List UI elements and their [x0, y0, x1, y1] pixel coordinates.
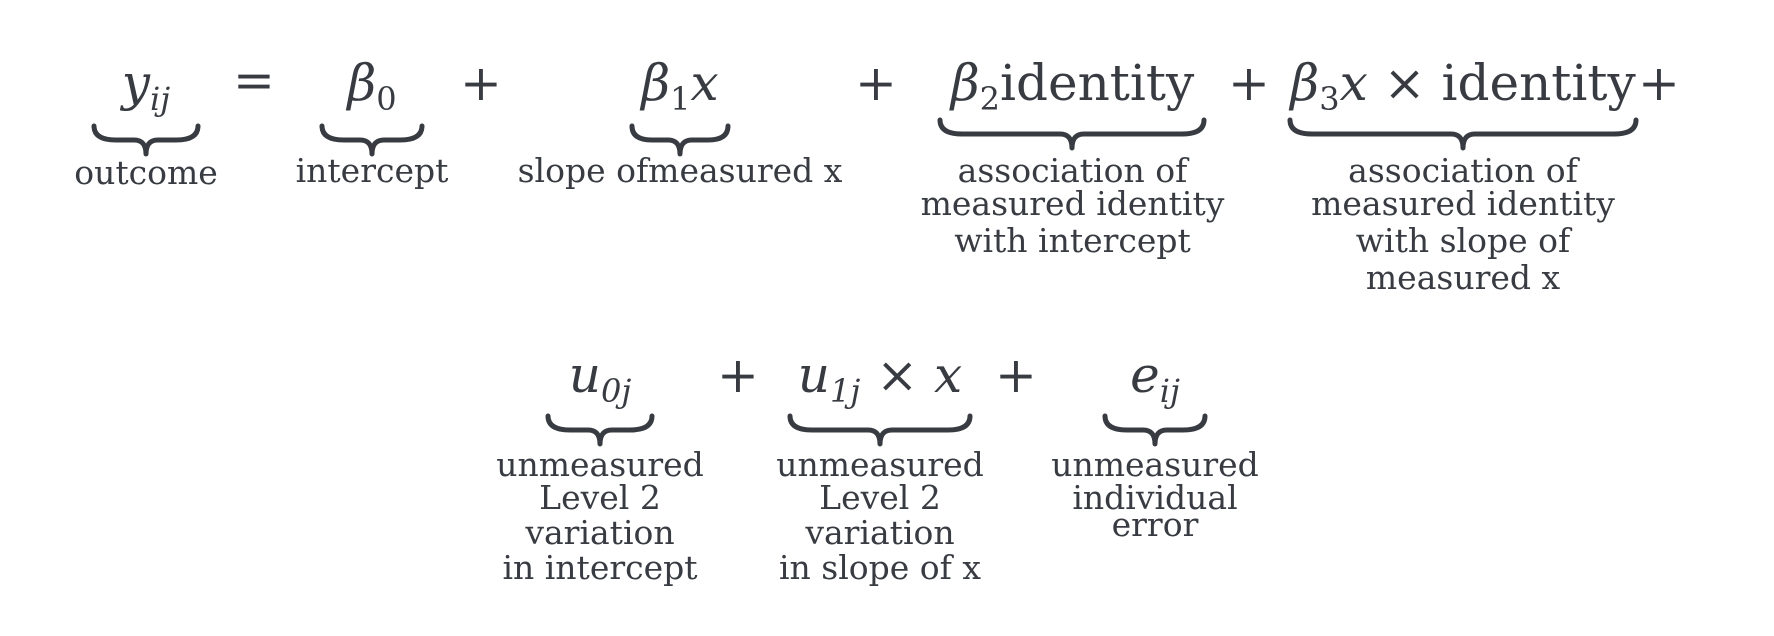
plus-sign: +: [460, 54, 502, 112]
underbrace: [1102, 413, 1208, 447]
error-symbol: eij: [1130, 346, 1180, 410]
underbrace: [787, 413, 973, 447]
u1-symbol: u1j × x: [797, 346, 963, 410]
error-term: eij unmeasured individual error: [1040, 350, 1270, 550]
identity-term: β2identity association of measured ident…: [920, 58, 1225, 268]
underbrace: [629, 123, 731, 157]
intercept-symbol: β0: [347, 54, 397, 118]
plus-sign: +: [1228, 54, 1270, 112]
identity-symbol: β2identity: [950, 54, 1195, 118]
interaction-symbol: β3x × identity: [1290, 54, 1636, 118]
outcome-label: outcome: [74, 153, 218, 192]
error-label: unmeasured individual error: [1051, 445, 1259, 544]
intercept-label: intercept: [295, 151, 449, 190]
u0-symbol: u0j: [568, 346, 632, 410]
intercept-term: β0 intercept: [282, 58, 462, 198]
underbrace: [91, 123, 201, 157]
u1-term: u1j × x unmeasured Level 2 variation in …: [760, 346, 1000, 584]
interaction-label: association of measured identity with sl…: [1311, 151, 1615, 297]
slope-label: slope ofmeasured x: [517, 151, 843, 190]
interaction-term: β3x × identity association of measured i…: [1280, 58, 1646, 308]
outcome-term: yij outcome: [66, 58, 226, 198]
plus-sign: +: [717, 346, 759, 404]
equals-sign: =: [233, 51, 275, 109]
u1-label: unmeasured Level 2 variation in slope of…: [776, 445, 984, 587]
underbrace: [545, 413, 655, 447]
slope-term: β1x slope ofmeasured x: [515, 58, 845, 198]
outcome-symbol: yij: [121, 54, 171, 118]
underbrace: [319, 123, 425, 157]
u0-label: unmeasured Level 2 variation in intercep…: [496, 445, 704, 587]
underbrace: [937, 117, 1207, 151]
underbrace: [1287, 117, 1639, 151]
plus-sign: +: [855, 54, 897, 112]
slope-symbol: β1x: [641, 54, 719, 118]
u0-term: u0j unmeasured Level 2 variation in inte…: [480, 346, 720, 584]
identity-label: association of measured identity with in…: [920, 151, 1225, 260]
plus-sign: +: [995, 346, 1037, 404]
plus-sign: +: [1638, 54, 1680, 112]
